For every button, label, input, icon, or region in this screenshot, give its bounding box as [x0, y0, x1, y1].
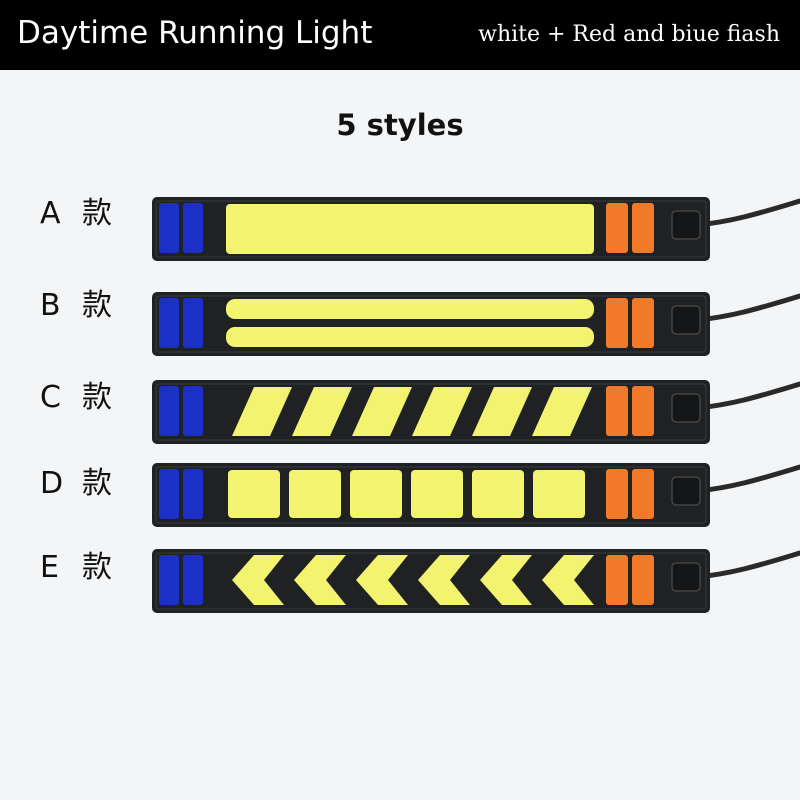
- led-strip-graphic: [152, 292, 800, 356]
- orange-led: [606, 298, 628, 348]
- orange-led: [632, 386, 654, 436]
- housing-edge: [155, 552, 707, 610]
- power-wire: [695, 381, 800, 411]
- led-strip-e: [150, 547, 800, 617]
- style-letter: B: [40, 288, 61, 323]
- blue-led: [183, 386, 203, 436]
- blue-led: [159, 203, 179, 253]
- housing-edge: [155, 466, 707, 524]
- white-led-square: [228, 470, 280, 518]
- white-led-slant: [532, 387, 592, 436]
- orange-led: [632, 469, 654, 519]
- white-led-chevron: [232, 555, 284, 605]
- led-strip-d: [150, 461, 800, 531]
- blue-led: [183, 469, 203, 519]
- connector-block: [671, 562, 701, 592]
- blue-led: [159, 298, 179, 348]
- white-led-slant: [292, 387, 352, 436]
- white-led-square: [350, 470, 402, 518]
- blue-led: [159, 386, 179, 436]
- blue-led: [159, 469, 179, 519]
- housing-edge: [155, 200, 707, 258]
- white-led-slant: [472, 387, 532, 436]
- led-strip-c: [150, 378, 800, 448]
- orange-led: [632, 203, 654, 253]
- white-led-slant: [232, 387, 292, 436]
- style-letter: C: [40, 380, 61, 415]
- orange-led: [632, 298, 654, 348]
- blue-led: [183, 298, 203, 348]
- style-suffix: 款: [82, 550, 112, 585]
- led-strip-b: [150, 290, 800, 360]
- blue-led: [183, 203, 203, 253]
- white-led-square: [472, 470, 524, 518]
- orange-led: [606, 203, 628, 253]
- led-strip-graphic: [152, 380, 800, 444]
- white-led-bar: [226, 204, 594, 254]
- style-suffix: 款: [82, 196, 112, 231]
- power-wire: [695, 550, 800, 580]
- led-strip-graphic: [152, 463, 800, 527]
- connector-block: [671, 305, 701, 335]
- white-led-slant: [412, 387, 472, 436]
- white-led-square: [411, 470, 463, 518]
- orange-led: [606, 469, 628, 519]
- style-letter: D: [40, 466, 64, 501]
- housing-edge: [155, 383, 707, 441]
- white-led-square: [533, 470, 585, 518]
- connector-block: [671, 393, 701, 423]
- led-strip-graphic: [152, 197, 800, 261]
- connector-block: [671, 476, 701, 506]
- white-led-square: [289, 470, 341, 518]
- white-led-chevron: [542, 555, 594, 605]
- led-strip-a: [150, 195, 800, 265]
- style-letter: A: [40, 196, 61, 231]
- white-led-bar: [226, 299, 594, 319]
- white-led-chevron: [418, 555, 470, 605]
- banner-subtitle: white + Red and biue fiash: [478, 22, 780, 47]
- title-banner: Daytime Running Light white + Red and bi…: [0, 0, 800, 70]
- white-led-chevron: [294, 555, 346, 605]
- orange-led: [632, 555, 654, 605]
- power-wire: [695, 464, 800, 494]
- led-strip-graphic: [152, 549, 800, 613]
- connector-block: [671, 210, 701, 240]
- white-led-chevron: [356, 555, 408, 605]
- style-suffix: 款: [82, 380, 112, 415]
- housing-edge: [155, 295, 707, 353]
- style-suffix: 款: [82, 288, 112, 323]
- blue-led: [159, 555, 179, 605]
- banner-title: Daytime Running Light: [17, 15, 373, 51]
- blue-led: [183, 555, 203, 605]
- white-led-slant: [352, 387, 412, 436]
- style-suffix: 款: [82, 466, 112, 501]
- style-letter: E: [40, 550, 59, 585]
- orange-led: [606, 386, 628, 436]
- styles-count-heading: 5 styles: [336, 108, 464, 142]
- orange-led: [606, 555, 628, 605]
- power-wire: [695, 198, 800, 228]
- power-wire: [695, 293, 800, 323]
- white-led-chevron: [480, 555, 532, 605]
- white-led-bar: [226, 327, 594, 347]
